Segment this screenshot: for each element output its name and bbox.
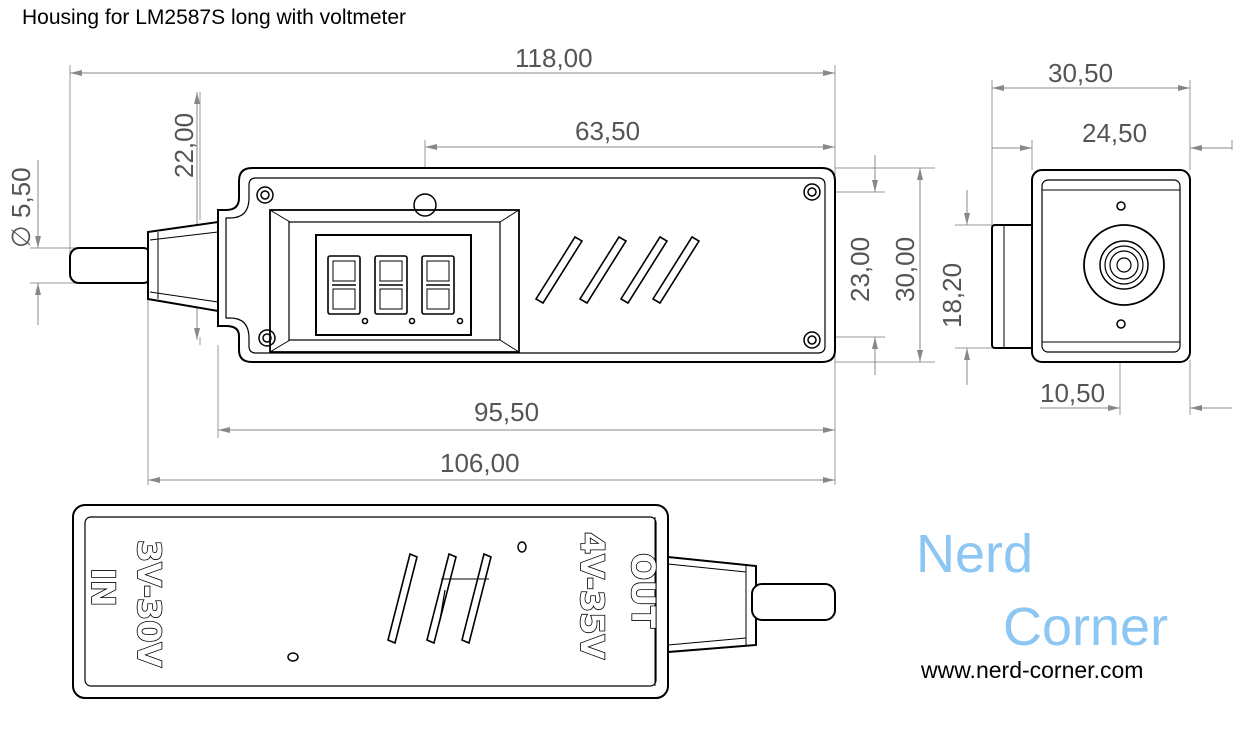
side-nozzle: [991, 224, 1035, 349]
brand-line-2: Corner: [1003, 597, 1169, 657]
label-input-range: 3V-30V: [130, 540, 168, 668]
display-frame: [269, 209, 520, 353]
housing-body: [217, 167, 836, 363]
socket-icon: [1083, 224, 1165, 306]
screw-icon: [256, 183, 821, 349]
dim-pin-diameter-symbol: ∅: [6, 225, 36, 248]
dim-side-height: 18,20: [937, 263, 967, 328]
dim-total-length: 118,00: [515, 43, 593, 73]
dim-side-offset: 10,50: [1040, 378, 1105, 408]
top-view: [72, 504, 836, 699]
side-view: [991, 169, 1191, 363]
dim-pin-diameter: 5,50: [6, 167, 36, 218]
dimension-lines: [35, 70, 1232, 483]
website-url[interactable]: www.nerd-corner.com: [921, 657, 1144, 683]
dim-body-length: 95,50: [474, 397, 539, 427]
dim-side-depth: 30,50: [1048, 58, 1113, 88]
top-vent-slots: [387, 552, 492, 645]
label-output: OUT: [624, 553, 662, 628]
button-icon: [413, 193, 437, 217]
label-output-range: 4V-35V: [573, 532, 611, 660]
pin: [69, 247, 153, 284]
vent-slots: [534, 235, 701, 305]
dimension-texts: 118,00 63,50 22,00 ∅ 5,50 23,00 30,00 95…: [6, 43, 1147, 478]
label-input: IN: [84, 568, 122, 607]
engraved-labels: IN 3V-30V OUT 4V-35V: [83, 531, 663, 668]
brand-line-1: Nerd: [916, 524, 1034, 584]
dim-display-offset: 63,50: [575, 116, 640, 146]
front-view: [69, 167, 836, 363]
dim-length-with-nozzle: 106,00: [440, 448, 520, 478]
dim-side-inner-depth: 24,50: [1082, 118, 1147, 148]
drawing-title: Housing for LM2587S long with voltmeter: [22, 6, 407, 29]
dim-inner-height: 23,00: [845, 237, 875, 302]
dim-outer-height: 30,00: [890, 237, 920, 302]
top-pin: [751, 583, 836, 621]
top-nozzle: [667, 555, 757, 654]
seven-segment-digits: [327, 255, 464, 325]
side-body: [1031, 169, 1191, 363]
dim-height-left: 22,00: [169, 113, 199, 178]
